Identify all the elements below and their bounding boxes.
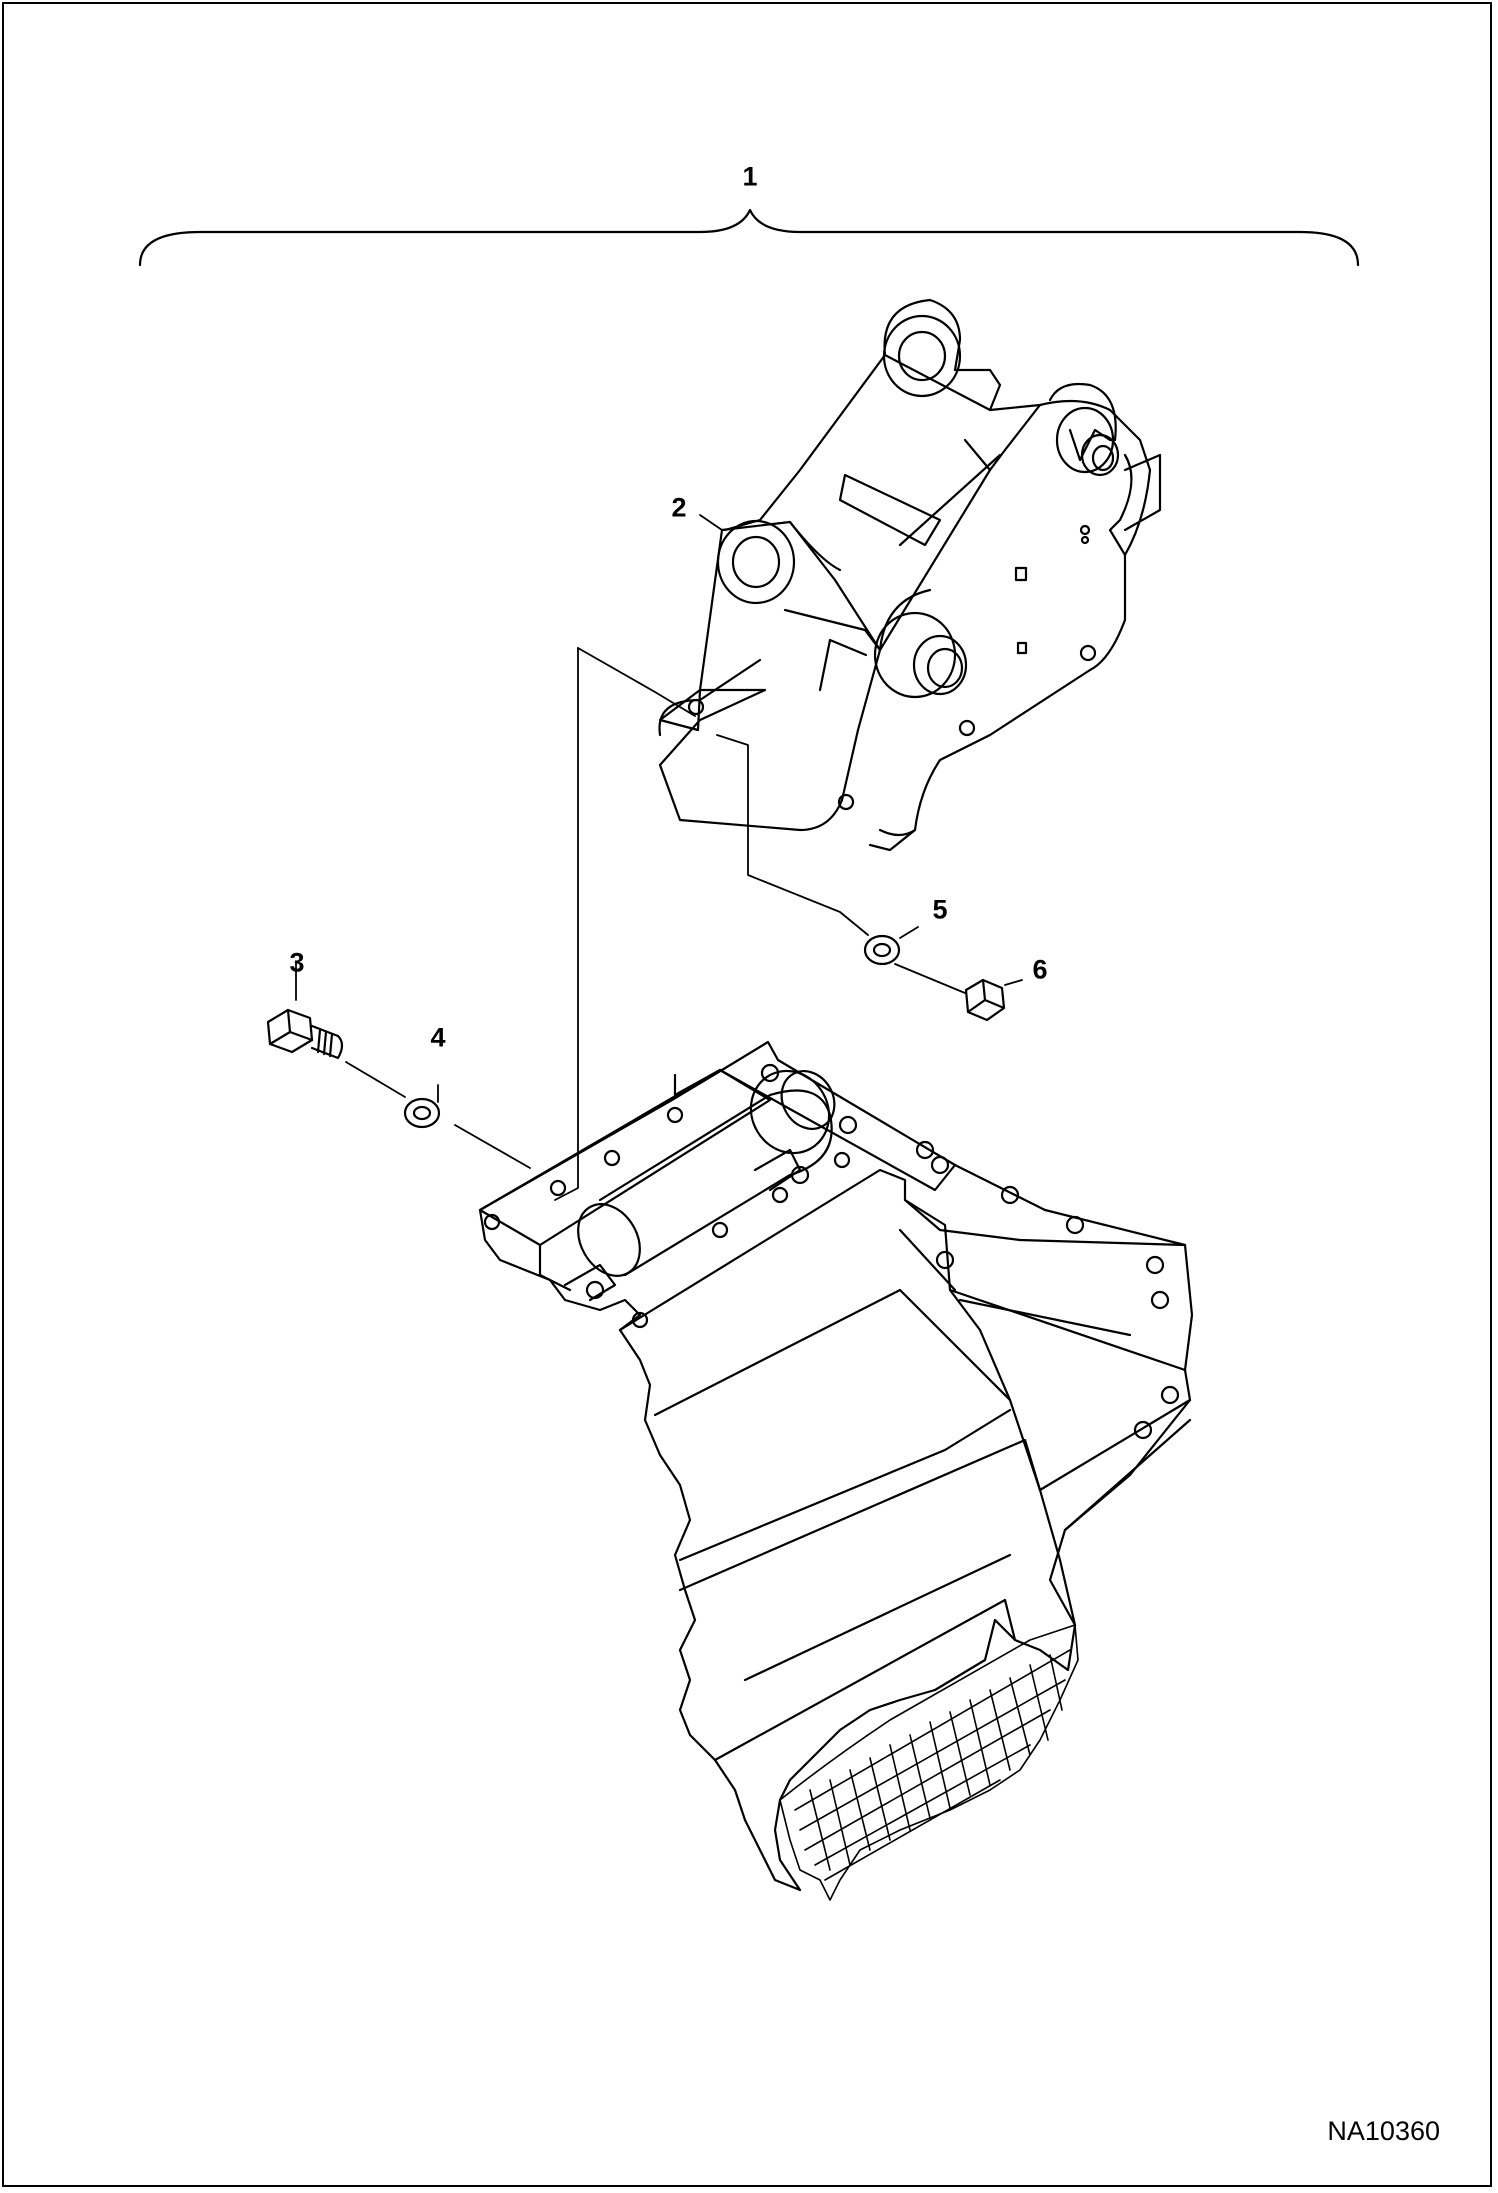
- callout-1: 1: [742, 161, 758, 192]
- chain-flails: [779, 1624, 1079, 1901]
- fastener: [585, 1063, 1180, 1440]
- leader-lines: [295, 514, 1023, 1201]
- callout-6: 6: [1032, 954, 1048, 985]
- assembly-brace: [138, 208, 1360, 267]
- nut: [964, 978, 1006, 1022]
- callout-4: 4: [430, 1022, 446, 1053]
- washer: [863, 934, 901, 966]
- mounting-bracket: [658, 298, 1162, 852]
- washer: [403, 1097, 441, 1129]
- callout-3: 3: [289, 947, 305, 978]
- callout-2: 2: [671, 492, 687, 523]
- bolt: [266, 1008, 344, 1060]
- attachment-body: [478, 1040, 1194, 1901]
- callout-5: 5: [932, 894, 948, 925]
- drawing-number: NA10360: [1327, 2116, 1440, 2146]
